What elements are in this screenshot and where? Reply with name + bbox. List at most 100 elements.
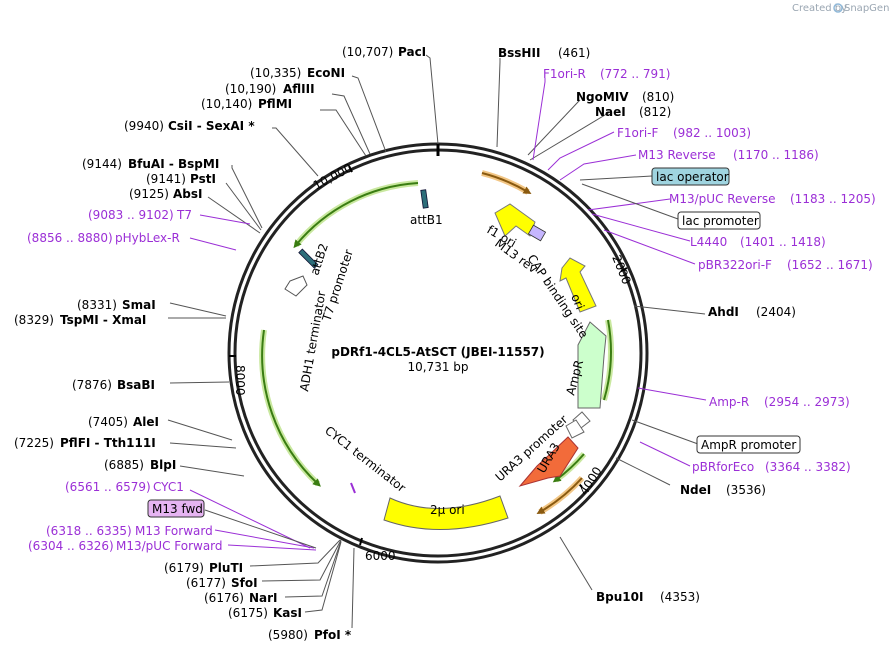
enzyme-bsshii: BssHII bbox=[498, 46, 540, 60]
primers-left: (9083 .. 9102) T7 (8856 .. 8880) pHybLex… bbox=[27, 208, 223, 553]
tick-label-10000: 10,000 bbox=[311, 161, 355, 193]
enzymes-right: BssHII (461) NgoMIV (810) NaeI (812) Ahd… bbox=[498, 46, 796, 604]
primer-f1ori-f-range: (982 .. 1003) bbox=[673, 126, 751, 140]
enzyme-bfuai-pos: (9144) bbox=[82, 157, 122, 171]
enzyme-bsabi: BsaBI bbox=[117, 378, 155, 392]
label-attB2: attB2 bbox=[308, 242, 331, 277]
label-attB1: attB1 bbox=[410, 213, 443, 227]
enzyme-naei-pos: (812) bbox=[639, 105, 671, 119]
enzyme-paci-pos: (10,707) bbox=[342, 45, 393, 59]
enzyme-bsabi-pos: (7876) bbox=[72, 378, 112, 392]
enzyme-pflfi-tth111i: PflFI - Tth111I bbox=[60, 436, 156, 450]
enzyme-absi-pos: (9125) bbox=[129, 187, 169, 201]
enzyme-ndei: NdeI bbox=[680, 483, 711, 497]
enzyme-blpi: BlpI bbox=[150, 458, 176, 472]
tick-label-2000: 2000 bbox=[609, 253, 633, 287]
primer-f1ori-f: F1ori-F bbox=[617, 126, 658, 140]
enzyme-sfoi-pos: (6177) bbox=[186, 576, 226, 590]
enzymes-left: (10,707) PacI (10,335) EcoNI (10,190) Af… bbox=[14, 45, 426, 642]
f1-ori-arrow bbox=[494, 203, 536, 237]
primer-m13-reverse: M13 Reverse bbox=[638, 148, 716, 162]
snapgene-logo-icon bbox=[833, 3, 843, 13]
two-micron-ori-box bbox=[383, 495, 509, 530]
brand-text: SnapGene bbox=[844, 3, 890, 14]
center-labels: pDRf1-4CL5-AtSCT (JBEI-11557) 10,731 bp bbox=[331, 345, 544, 374]
label-adh1-terminator: ADH1 terminator bbox=[297, 290, 328, 393]
m13-fwd-box bbox=[147, 499, 205, 518]
enzyme-tspmi-pos: (8329) bbox=[14, 313, 54, 327]
ampr-arrow bbox=[577, 321, 607, 409]
enzyme-csii-sexai: CsiI - SexAI * bbox=[168, 119, 255, 133]
primer-pbr322ori-f-range: (1652 .. 1671) bbox=[787, 258, 873, 272]
enzyme-ngomiv-pos: (810) bbox=[642, 90, 674, 104]
attB2-marker bbox=[298, 248, 319, 269]
tick-label-8000: 8000 bbox=[233, 365, 247, 396]
enzyme-pflmi: PflMI bbox=[258, 97, 292, 111]
plasmid-name: pDRf1-4CL5-AtSCT (JBEI-11557) bbox=[331, 345, 544, 359]
enzyme-pluti: PluTI bbox=[209, 561, 243, 575]
credit-text: Created by bbox=[792, 3, 847, 14]
primer-pbrforeco-range: (3364 .. 3382) bbox=[765, 460, 851, 474]
arc-left-green bbox=[261, 329, 321, 487]
primer-phyblex-r-range: (8856 .. 8880) bbox=[27, 231, 113, 245]
enzyme-paci: PacI bbox=[398, 45, 426, 59]
enzyme-ndei-pos: (3536) bbox=[726, 483, 766, 497]
enzyme-ngomiv: NgoMIV bbox=[576, 90, 629, 104]
enzyme-kasi-pos: (6175) bbox=[228, 606, 268, 620]
label-lac-operator: lac operator bbox=[656, 170, 729, 184]
ura3-arrow bbox=[518, 436, 579, 487]
primer-m13-reverse-range: (1170 .. 1186) bbox=[733, 148, 819, 162]
primer-t7: T7 bbox=[176, 208, 192, 222]
enzyme-ahdi-pos: (2404) bbox=[756, 305, 796, 319]
arc-ampr-green bbox=[603, 319, 612, 401]
arc-attB1-region bbox=[293, 182, 419, 249]
enzyme-bsshii-pos: (461) bbox=[558, 46, 590, 60]
cyc1-marker bbox=[350, 482, 356, 494]
enzyme-pluti-pos: (6179) bbox=[164, 561, 204, 575]
enzyme-alei-pos: (7405) bbox=[88, 415, 128, 429]
primer-phyblex-r: pHybLex-R bbox=[115, 231, 180, 245]
label-two-micron-ori: 2μ ori bbox=[430, 503, 465, 517]
arc-ura3-green bbox=[552, 453, 585, 483]
enzyme-psti-pos: (9141) bbox=[146, 172, 186, 186]
label-cyc1-terminator: CYC1 terminator bbox=[322, 423, 408, 495]
primer-m13-puc-reverse-range: (1183 .. 1205) bbox=[790, 192, 876, 206]
primer-f1ori-r: F1ori-R bbox=[543, 67, 586, 81]
plasmid-size: 10,731 bp bbox=[407, 360, 468, 374]
primer-m13-forward-range: (6318 .. 6335) bbox=[46, 524, 132, 538]
primer-t7-range: (9083 .. 9102) bbox=[88, 208, 174, 222]
label-lac-promoter: lac promoter bbox=[682, 214, 759, 228]
primer-pbr322ori-f: pBR322ori-F bbox=[698, 258, 772, 272]
primer-leaders bbox=[189, 78, 707, 551]
primer-amp-r: Amp-R bbox=[709, 395, 749, 409]
snapgene-credit: Created by SnapGene bbox=[792, 3, 890, 14]
ori-arrow bbox=[559, 257, 597, 313]
enzyme-blpi-pos: (6885) bbox=[104, 458, 144, 472]
primer-l4440-range: (1401 .. 1418) bbox=[740, 235, 826, 249]
enzyme-pflmi-pos: (10,140) bbox=[201, 97, 252, 111]
enzyme-smai: SmaI bbox=[122, 298, 156, 312]
enzyme-ahdi: AhdI bbox=[708, 305, 739, 319]
primer-m13-forward: M13 Forward bbox=[135, 524, 213, 538]
lac-operator-box bbox=[651, 167, 730, 186]
enzyme-bpu10i: Bpu10I bbox=[596, 590, 643, 604]
enzyme-afliii-pos: (10,190) bbox=[225, 82, 276, 96]
enzyme-psti: PstI bbox=[190, 172, 216, 186]
primer-cyc1-range: (6561 .. 6579) bbox=[65, 480, 151, 494]
box-leaders bbox=[204, 175, 699, 549]
primer-pbrforeco: pBRforEco bbox=[692, 460, 754, 474]
primer-m13-puc-forward: M13/pUC Forward bbox=[116, 539, 223, 553]
enzyme-naei: NaeI bbox=[595, 105, 626, 119]
enzyme-tspmi-xmai: TspMI - XmaI bbox=[60, 313, 146, 327]
enzyme-leaders bbox=[167, 54, 706, 629]
enzyme-pfoi-pos: (5980) bbox=[268, 628, 308, 642]
enzyme-bpu10i-pos: (4353) bbox=[660, 590, 700, 604]
primer-l4440: L4440 bbox=[690, 235, 727, 249]
enzyme-alei: AleI bbox=[133, 415, 159, 429]
enzyme-csii-pos: (9940) bbox=[124, 119, 164, 133]
primer-m13-puc-forward-range: (6304 .. 6326) bbox=[28, 539, 114, 553]
primer-amp-r-range: (2954 .. 2973) bbox=[764, 395, 850, 409]
arc-orange-top bbox=[481, 172, 532, 195]
enzyme-econi-pos: (10,335) bbox=[250, 66, 301, 80]
enzyme-smai-pos: (8331) bbox=[77, 298, 117, 312]
